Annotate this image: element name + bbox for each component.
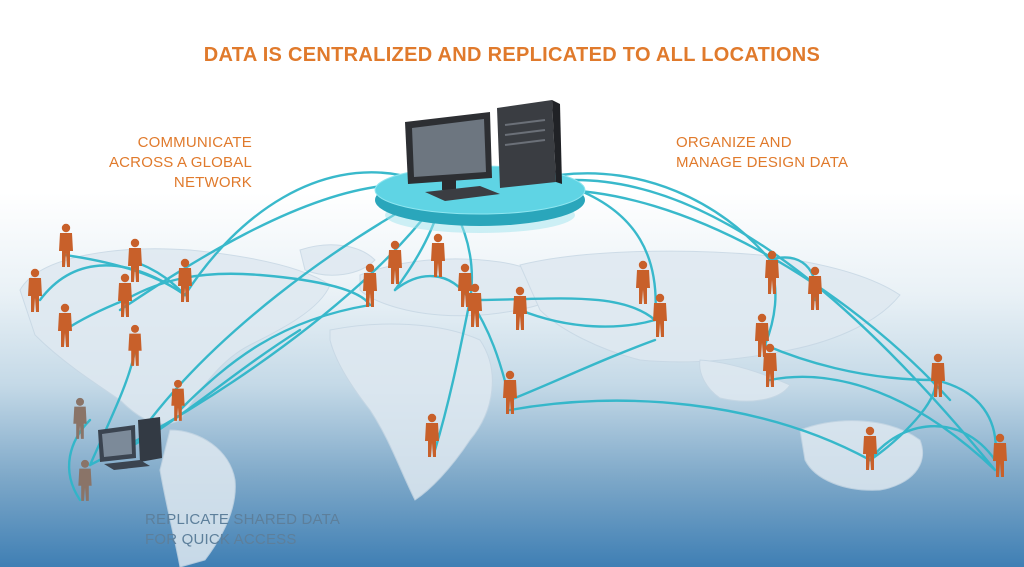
link-as-3 (763, 343, 937, 382)
person-icon (503, 370, 517, 414)
link-eu-3 (433, 298, 472, 452)
central-server-icon (405, 100, 562, 201)
map-southeast-asia (699, 359, 791, 402)
link-na-2 (63, 253, 187, 297)
link-hub-na (183, 171, 402, 297)
person-icon (388, 240, 402, 284)
person-icon (653, 293, 667, 337)
regional-monitor-screen (102, 430, 132, 457)
label-communicate-line-2: ACROSS A GLOBAL (108, 154, 252, 171)
label-replicate-line-1: REPLICATE SHARED DATA (145, 511, 341, 528)
label-organize-line-1: ORGANIZE AND (676, 134, 792, 151)
map-greenland (299, 244, 376, 276)
person-icon (425, 413, 439, 457)
person-icon (58, 303, 72, 347)
person-icon (863, 426, 877, 470)
person-icon (128, 238, 142, 282)
tower-side (552, 100, 562, 184)
person-icon (765, 250, 779, 294)
person-icon (513, 286, 527, 330)
link-hub-aus (573, 178, 997, 472)
label-organize: ORGANIZE AND MANAGE DESIGN DATA (676, 133, 896, 173)
diagram-title: DATA IS CENTRALIZED AND REPLICATED TO AL… (203, 44, 821, 66)
person-icon (128, 324, 142, 366)
link-eu-5 (468, 297, 657, 322)
link-af-2 (508, 399, 872, 462)
person-icon (431, 233, 445, 277)
person-icon (636, 260, 650, 304)
link-sa-1 (67, 418, 92, 502)
person-icon (171, 379, 185, 421)
link-au-1 (868, 425, 997, 462)
label-replicate: REPLICATE SHARED DATA FOR QUICK ACCESS (145, 510, 375, 550)
tower-front (497, 100, 556, 188)
link-hub-asia-2 (563, 183, 657, 322)
person-icon (808, 266, 822, 310)
link-eu-4 (518, 308, 657, 328)
map-south-america (159, 429, 236, 567)
person-icon (763, 343, 777, 387)
person-icon (468, 283, 482, 327)
map-africa (329, 323, 493, 501)
central-hub (374, 100, 586, 233)
map-asia (519, 250, 901, 363)
link-af-1 (508, 338, 657, 402)
label-communicate-line-1: COMMUNICATE (137, 134, 252, 151)
label-replicate-line-2: FOR QUICK ACCESS (145, 531, 297, 548)
person-icon (363, 263, 377, 307)
person-icon (78, 459, 92, 501)
person-icon (931, 353, 945, 397)
regional-tower (138, 417, 162, 462)
people-group (28, 223, 1007, 501)
regional-server-icon (98, 417, 162, 470)
link-hub-na-2 (118, 183, 397, 312)
monitor-screen (412, 119, 486, 177)
link-na-4 (123, 272, 372, 307)
person-icon (178, 258, 192, 302)
regional-keyboard (104, 460, 150, 470)
keyboard (425, 186, 500, 201)
link-as-4 (768, 375, 997, 472)
label-communicate: COMMUNICATE ACROSS A GLOBAL NETWORK (60, 133, 252, 193)
link-na-7 (178, 303, 372, 412)
person-icon (118, 273, 132, 317)
person-icon (73, 397, 87, 439)
label-organize-line-2: MANAGE DESIGN DATA (676, 154, 849, 171)
person-icon (458, 263, 472, 307)
person-icon (993, 433, 1007, 477)
person-icon (755, 313, 769, 357)
link-hub-asia-3 (553, 188, 952, 402)
label-communicate-line-3: NETWORK (173, 174, 252, 191)
person-icon (28, 268, 42, 312)
link-hub-asia (558, 172, 772, 262)
person-icon (59, 223, 73, 267)
monitor-stand (442, 180, 456, 190)
